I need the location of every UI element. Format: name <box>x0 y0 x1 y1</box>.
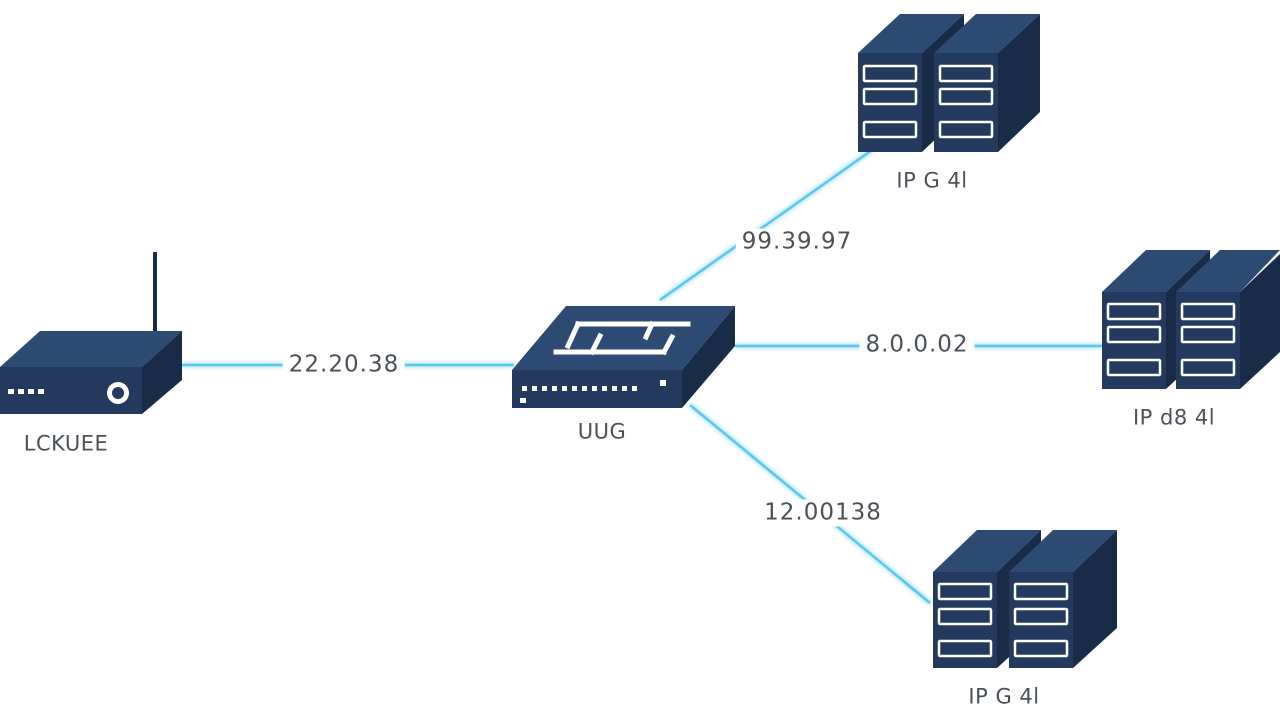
link-switch-server-top <box>659 148 873 302</box>
router-icon <box>0 252 182 414</box>
server-bottom-label: IP G 4l <box>968 684 1040 709</box>
link-label-switch-server-top: 99.39.97 <box>735 228 859 256</box>
server-icon <box>1102 250 1280 389</box>
router-label: LCKUEE <box>23 431 109 456</box>
server-icon <box>933 530 1117 668</box>
link-label-switch-server-right: 8.0.0.02 <box>859 331 975 359</box>
server-top-label: IP G 4l <box>896 168 968 193</box>
link-label-switch-server-bottom: 12.00138 <box>758 499 888 527</box>
link-label-router-switch: 22.20.38 <box>282 351 406 379</box>
switch-label: UUG <box>577 419 627 444</box>
server-right-label: IP d8 4l <box>1132 405 1216 430</box>
switch-icon <box>512 306 735 408</box>
server-icon <box>858 14 1040 152</box>
